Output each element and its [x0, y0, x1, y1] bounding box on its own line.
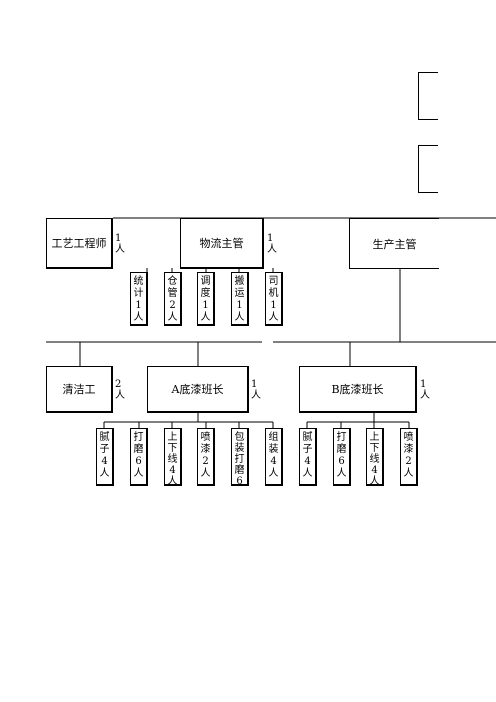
b-leader-label: B底漆班长 [331, 383, 384, 396]
craft-engineer-count: 1人 [115, 233, 125, 255]
b-team-load-unload-box: 上下线4人 [366, 428, 384, 487]
a-team-load-unload-label: 上下线4人 [167, 432, 178, 487]
b-team-sanding-box: 打磨6人 [333, 428, 351, 486]
production-supervisor-label: 生产主管 [372, 237, 417, 251]
staff-dispatch-label: 调度1人 [200, 276, 211, 323]
a-leader-count: 1人 [251, 379, 261, 401]
a-team-sanding-label: 打磨6人 [133, 432, 144, 479]
partial-box-upper [418, 145, 438, 193]
b-leader-box: B底漆班长 [299, 366, 417, 413]
logistics-supervisor-count: 1人 [267, 233, 277, 255]
staff-statistics-label: 统计1人 [133, 276, 144, 323]
b-team-spray-box: 喷漆2人 [400, 428, 418, 486]
b-team-putty-label: 腻子4人 [302, 432, 313, 479]
b-team-spray-label: 喷漆2人 [403, 432, 414, 479]
a-team-assembly-label: 组装4人 [268, 432, 279, 479]
a-team-spray-box: 喷漆2人 [197, 428, 215, 486]
logistics-supervisor-box: 物流主管 [180, 218, 264, 269]
cleaner-box: 清洁工 [46, 366, 113, 413]
production-supervisor-box: 生产主管 [349, 218, 439, 269]
cleaner-label: 清洁工 [62, 383, 96, 396]
a-team-pack-sand-label: 包装打磨6 [234, 432, 245, 487]
a-team-spray-label: 喷漆2人 [200, 432, 211, 479]
craft-engineer-box: 工艺工程师 [46, 218, 113, 269]
staff-warehouse-label: 仓管2人 [167, 276, 178, 323]
a-team-putty-box: 腻子4人 [96, 428, 114, 486]
staff-transport-label: 搬运1人 [234, 276, 245, 323]
a-team-load-unload-box: 上下线4人 [164, 428, 182, 487]
b-team-putty-box: 腻子4人 [299, 428, 317, 486]
b-leader-count: 1人 [420, 379, 430, 401]
staff-transport-box: 搬运1人 [231, 272, 249, 326]
cleaner-count: 2人 [115, 379, 125, 401]
staff-driver-box: 司机1人 [265, 272, 283, 326]
a-team-assembly-box: 组装4人 [265, 428, 283, 486]
a-team-pack-sand-box: 包装打磨6 [231, 428, 249, 487]
a-team-sanding-box: 打磨6人 [130, 428, 148, 486]
staff-driver-label: 司机1人 [268, 276, 279, 323]
a-team-putty-label: 腻子4人 [99, 432, 110, 479]
staff-warehouse-box: 仓管2人 [164, 272, 182, 326]
staff-dispatch-box: 调度1人 [197, 272, 215, 326]
b-team-load-unload-label: 上下线4人 [369, 432, 380, 487]
a-leader-box: A底漆班长 [147, 366, 249, 413]
logistics-supervisor-label: 物流主管 [199, 237, 244, 250]
staff-statistics-box: 统计1人 [130, 272, 148, 326]
craft-engineer-label: 工艺工程师 [51, 237, 107, 250]
partial-box-top [418, 72, 438, 120]
b-team-sanding-label: 打磨6人 [336, 432, 347, 479]
a-leader-label: A底漆班长 [171, 383, 224, 396]
